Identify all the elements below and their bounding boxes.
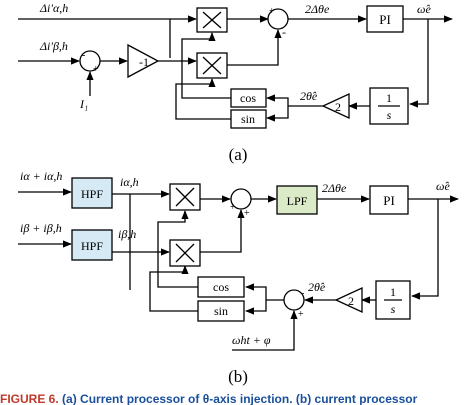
a-pi-block xyxy=(366,5,404,33)
a-cos-label: cos xyxy=(240,91,256,105)
b-cos-label: cos xyxy=(213,280,229,294)
b-input2-label: iβ + iβ,h xyxy=(20,221,62,235)
b-to-cos xyxy=(245,283,284,301)
b-sin-out xyxy=(149,265,198,312)
b-output-label: ω̂e xyxy=(436,179,450,193)
figure-caption: FIGURE 6. (a) Current processor of θ-axi… xyxy=(0,393,474,405)
a-input2-label: Δi'β,h xyxy=(39,39,68,53)
a-bias-label: I₁ xyxy=(79,97,88,111)
a-mult1-cross2 xyxy=(202,11,222,29)
a-caption: (a) xyxy=(229,145,248,164)
b-mult1-cross2 xyxy=(175,187,195,207)
a-integrator xyxy=(369,87,409,125)
a-to-cos xyxy=(266,94,289,106)
a-sum2-sign-left: + xyxy=(269,6,275,17)
a-int-num: 1 xyxy=(386,91,392,105)
b-theta-ref-line xyxy=(232,310,298,351)
b-to-sin xyxy=(245,300,267,315)
a-err-label: 2Δθe xyxy=(305,2,330,16)
a-gain-2-label: 2 xyxy=(335,100,341,114)
b-gain-2 xyxy=(334,286,363,314)
b-sum1-sign-left: + xyxy=(230,202,236,213)
b-pi-block xyxy=(369,185,409,215)
a-cos-out xyxy=(181,32,231,99)
a-mult2-cross2 xyxy=(202,56,222,75)
b-sum2-sign-bottom: + xyxy=(298,309,304,320)
a-pi-label: PI xyxy=(379,12,391,27)
b-pi-label: PI xyxy=(383,193,395,208)
b-theta-ref-label: ωht + φ xyxy=(232,333,271,347)
a-angle-label: 2θ̂e xyxy=(300,89,318,103)
a-gain-neg1-label: -1 xyxy=(139,55,149,69)
a-gain-neg1 xyxy=(127,43,160,79)
figure-caption-text: (a) Current processor of θ-axis injectio… xyxy=(58,393,418,405)
b-int-den: s xyxy=(391,302,396,316)
a-sum1-sign-left: - xyxy=(82,50,85,61)
b-hpf-bottom-label: HPF xyxy=(81,239,103,253)
a-feedback-line xyxy=(409,19,429,108)
b-mult2-out xyxy=(200,209,245,253)
b-hpf-top xyxy=(71,177,113,209)
b-multiplier-bottom xyxy=(169,239,201,267)
a-sum2-sign-bottom: - xyxy=(282,25,286,39)
b-gain-2-label: 2 xyxy=(348,294,354,308)
b-input1-label: iα + iα,h xyxy=(20,169,62,183)
b-cos-out xyxy=(157,210,198,288)
b-hpf2-out-label: iβ,h xyxy=(118,227,136,241)
a-output-label: ω̂e xyxy=(417,2,431,16)
b-sin-label: sin xyxy=(214,304,228,318)
b-sum2-sign-left: - xyxy=(301,288,304,299)
a-sum1-sign-top: + xyxy=(93,64,99,75)
a-input1-label: Δi'α,h xyxy=(39,1,68,15)
diagram-b: iα + iα,h HPF iα,h + + LPF 2Δθe PI ω̂e 1… xyxy=(18,169,459,386)
b-hpf1-out-label: iα,h xyxy=(120,175,139,189)
a-to-sin xyxy=(266,106,289,122)
b-angle-label: 2θ̂e xyxy=(308,280,326,294)
a-int-den: s xyxy=(387,108,392,122)
b-caption: (b) xyxy=(228,367,248,386)
b-lpf-label: LPF xyxy=(287,194,308,208)
b-lpf-block xyxy=(276,185,318,215)
b-feedback-line xyxy=(411,199,439,300)
a-sin-label: sin xyxy=(241,112,255,126)
b-hpf-top-label: HPF xyxy=(81,187,103,201)
b-mult2-cross2 xyxy=(175,243,195,263)
figure-label: FIGURE 6. xyxy=(0,393,59,405)
diagram-a: Δi'α,h + - 2Δθe PI ω̂e 1 s 2 2θ̂e c xyxy=(18,1,453,164)
a-sin-out xyxy=(175,78,231,120)
a-mult2-out xyxy=(227,29,282,66)
a-gain-2 xyxy=(321,92,350,120)
b-err-label: 2Δθe xyxy=(322,181,347,195)
b-sum1-sign-bottom: + xyxy=(244,208,250,219)
b-hpf-bottom xyxy=(71,229,113,261)
b-int-num: 1 xyxy=(390,285,396,299)
